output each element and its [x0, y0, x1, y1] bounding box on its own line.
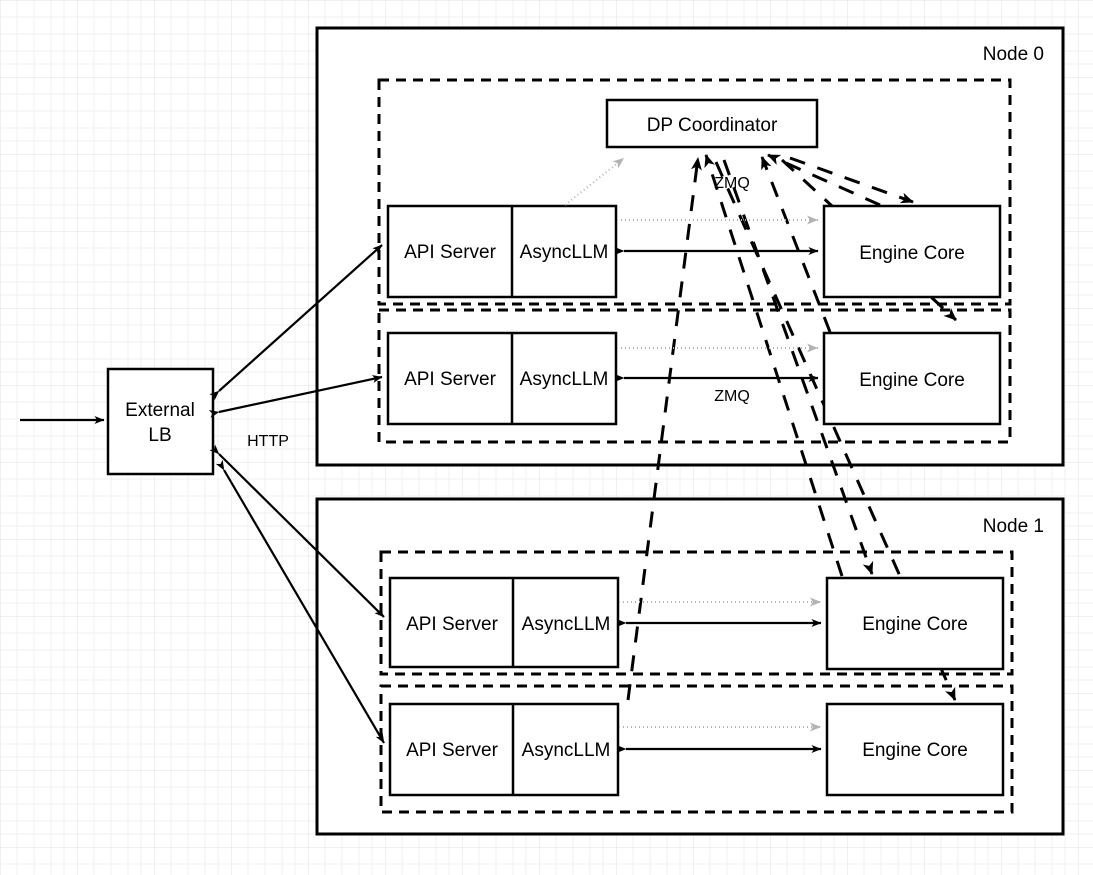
engine-core-label-0-0: Engine Core — [859, 243, 965, 264]
engine-core-box-1-0[interactable] — [825, 576, 1005, 671]
node-label-1: Node 1 — [983, 516, 1044, 537]
coordinator-link-ec00 — [789, 156, 914, 204]
api-server-box-0-0[interactable] — [386, 204, 618, 299]
external-lb-label-line2: LB — [148, 425, 171, 446]
replica-group-0-0 — [377, 78, 1012, 306]
async-llm-label-1-0: AsyncLLM — [522, 614, 611, 635]
external-lb-label-line1: External — [125, 400, 195, 421]
engine-core-box-1-1[interactable] — [825, 702, 1005, 797]
zmq-link-ec01-coordinator — [760, 156, 832, 333]
async-llm-label-0-1: AsyncLLM — [520, 369, 609, 390]
replica-group-1-1 — [379, 684, 1014, 814]
coordinator-link-ec10 — [722, 159, 874, 575]
async-llm-label-1-1: AsyncLLM — [522, 740, 611, 761]
dp-coordinator-label: DP Coordinator — [647, 115, 778, 136]
engine-core-label-0-1: Engine Core — [859, 370, 965, 391]
http-link-lb-api-0-0 — [209, 244, 383, 401]
engine-core-label-1-0: Engine Core — [862, 614, 968, 635]
http-link-lb-api-1-1 — [215, 459, 385, 744]
zmq-link-ec11-coordinator — [626, 157, 702, 701]
node-label-0: Node 0 — [983, 44, 1044, 65]
replica-group-0-1 — [377, 308, 1012, 444]
engine-core-box-0-0[interactable] — [822, 204, 1002, 299]
engine-core-box-0-1[interactable] — [822, 331, 1002, 426]
api-server-label-1-0: API Server — [406, 614, 499, 635]
dotted-link-async-coordinator-0-0 — [564, 157, 625, 206]
api-server-label-0-1: API Server — [404, 369, 497, 390]
http-label: HTTP — [247, 433, 289, 450]
api-server-box-1-0[interactable] — [388, 576, 620, 669]
api-server-label-1-1: API Server — [406, 740, 499, 761]
api-server-box-1-1[interactable] — [388, 702, 620, 797]
api-server-label-0-0: API Server — [404, 242, 497, 263]
http-link-lb-api-0-1 — [208, 375, 383, 418]
zmq-link-ec10-coordinator — [704, 154, 844, 577]
async-llm-label-0-0: AsyncLLM — [520, 242, 609, 263]
zmq-label-bottom: ZMQ — [714, 388, 750, 405]
engine-core-label-1-1: Engine Core — [862, 740, 968, 761]
external-lb-box[interactable] — [106, 367, 215, 476]
dp-coordinator-box[interactable] — [605, 98, 819, 149]
zmq-label-top: ZMQ — [714, 175, 750, 192]
